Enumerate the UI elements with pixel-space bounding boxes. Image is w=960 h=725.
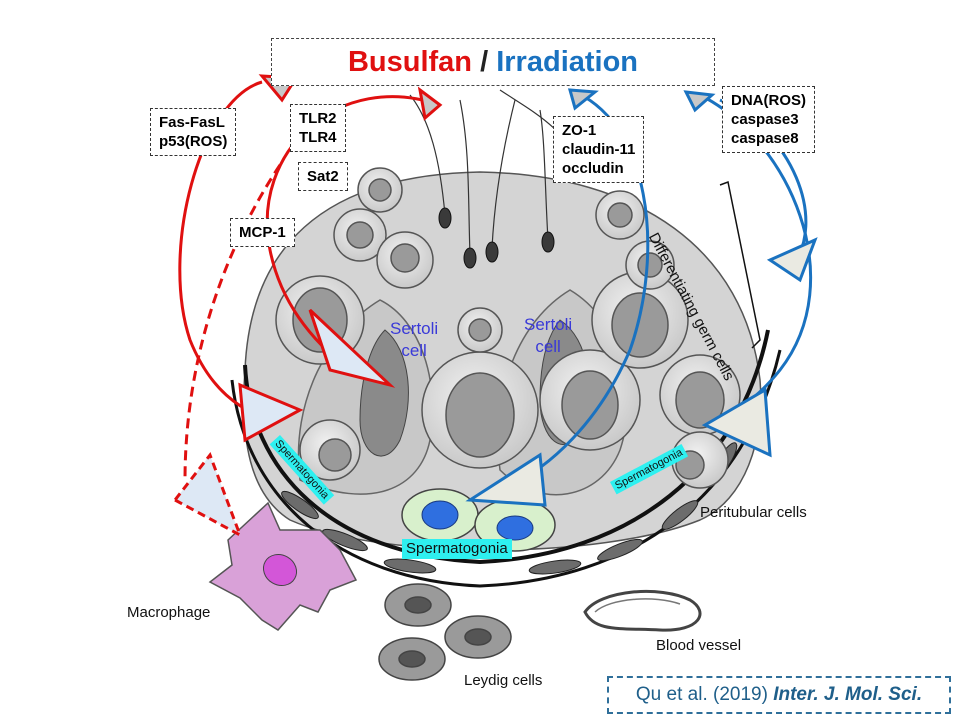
busulfan-title: Busulfan bbox=[347, 46, 473, 78]
sertoli-right-line-2: cell bbox=[535, 337, 561, 356]
sertoli-right-line-1: Sertoli bbox=[524, 315, 573, 334]
sertoli-label-right: Sertoli cell bbox=[524, 314, 572, 358]
basal-spermatogonia bbox=[401, 488, 556, 552]
spermatid-heads bbox=[438, 207, 555, 269]
peritubular-cells bbox=[281, 442, 738, 575]
dna-line-3: caspase8 bbox=[731, 130, 799, 147]
citation-journal: Inter. J. Mol. Sci. bbox=[773, 684, 923, 705]
sertoli-label-left: Sertoli cell bbox=[390, 318, 438, 362]
zo1-line-1: ZO-1 bbox=[562, 122, 597, 139]
spermatogonia-label-center: Spermatogonia bbox=[402, 539, 512, 559]
fas-line-2: p53(ROS) bbox=[159, 133, 228, 150]
citation-box: Qu et al. (2019) Inter. J. Mol. Sci. bbox=[607, 676, 951, 714]
mcp1-box: MCP-1 bbox=[230, 218, 295, 247]
differentiating-bracket bbox=[719, 180, 761, 349]
macrophage-label: Macrophage bbox=[127, 604, 211, 621]
blood-vessel-label: Blood vessel bbox=[656, 637, 742, 654]
irradiation-arrowheads bbox=[465, 88, 818, 507]
fas-line-1: Fas-FasL bbox=[159, 114, 225, 131]
tlr-box: TLR2 TLR4 bbox=[290, 104, 346, 152]
busulfan-arrowheads bbox=[172, 74, 443, 539]
dna-line-1: DNA(ROS) bbox=[731, 92, 806, 109]
sat2-label: Sat2 bbox=[307, 168, 339, 185]
title-banner: Busulfan / Irradiation bbox=[271, 38, 715, 86]
tlr-line-1: TLR2 bbox=[299, 110, 337, 127]
dna-box: DNA(ROS) caspase3 caspase8 bbox=[722, 86, 815, 153]
germ-cells bbox=[275, 167, 741, 489]
zo1-line-3: occludin bbox=[562, 160, 624, 177]
zo1-box: ZO-1 claudin-11 occludin bbox=[553, 116, 645, 183]
sertoli-left-line-2: cell bbox=[401, 341, 427, 360]
sat2-box: Sat2 bbox=[298, 162, 348, 191]
dna-line-2: caspase3 bbox=[731, 111, 799, 128]
mcp1-label: MCP-1 bbox=[239, 224, 286, 241]
zo1-line-2: claudin-11 bbox=[562, 141, 636, 158]
peritubular-label: Peritubular cells bbox=[700, 504, 807, 521]
blood-vessel bbox=[583, 589, 702, 632]
tlr-line-2: TLR4 bbox=[299, 129, 337, 146]
irradiation-title: Irradiation bbox=[496, 46, 639, 78]
title-separator: / bbox=[480, 46, 489, 78]
macrophage-cell bbox=[208, 501, 358, 631]
leydig-cells bbox=[378, 583, 512, 681]
fas-box: Fas-FasL p53(ROS) bbox=[150, 108, 237, 156]
leydig-label: Leydig cells bbox=[464, 672, 543, 689]
citation-authors: Qu et al. (2019) bbox=[635, 684, 768, 705]
sertoli-left-line-1: Sertoli bbox=[390, 319, 439, 338]
